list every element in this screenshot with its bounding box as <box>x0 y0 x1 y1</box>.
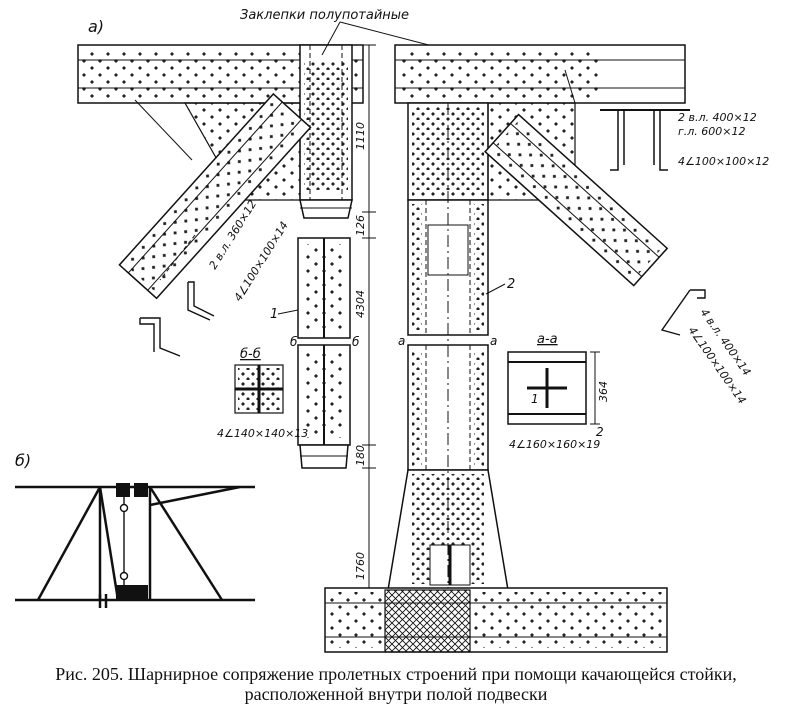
caption-line-1: Рис. 205. Шарнирное сопряжение пролетных… <box>55 664 737 684</box>
leader-line <box>321 21 341 56</box>
leader-line <box>134 99 193 161</box>
aa-angles-spec: 4∠160×160×19 <box>509 438 600 451</box>
section-bb-title: б-б <box>240 347 261 362</box>
section-bb-drawing <box>234 364 284 414</box>
left-diagonal-member <box>118 92 312 300</box>
panel-b-label: б) <box>15 451 31 470</box>
rocking-column <box>297 237 351 469</box>
dim-4304: 4304 <box>354 290 367 318</box>
dim-364: 364 <box>597 381 610 402</box>
panel-a-label: а) <box>88 17 104 36</box>
section-mark-a-right: а <box>490 334 497 348</box>
part-1-label: 1 <box>270 307 278 322</box>
right-top-chord <box>394 44 686 104</box>
angle-profile-icon <box>660 289 706 336</box>
rivets-label: Заклепки полупотайные <box>240 8 409 23</box>
leader-line <box>277 309 299 315</box>
section-part-2-label: 2 <box>596 425 604 439</box>
section-aa-drawing <box>507 351 600 425</box>
section-mark-b-left: б <box>290 335 298 349</box>
angle-profile-icon <box>187 281 215 321</box>
leader-line <box>485 283 506 295</box>
section-mark-b-right: б <box>352 335 360 349</box>
dim-126: 126 <box>354 215 367 236</box>
caption-line-2: расположенной внутри полой подвески <box>244 684 548 704</box>
top-right-spec-2: г.л. 600×12 <box>678 125 746 138</box>
part-2-label: 2 <box>507 277 515 292</box>
angle-profile-icon <box>139 317 181 357</box>
right-bottom-chord <box>324 587 668 653</box>
section-aa-title: а-а <box>537 332 558 347</box>
dim-1110: 1110 <box>354 122 367 150</box>
section-part-1-label: 1 <box>531 392 539 406</box>
schematic-truss <box>15 485 255 602</box>
diagonal-axis <box>159 234 196 281</box>
right-diagonal-member <box>484 113 669 287</box>
top-right-spec-3: 4∠100×100×12 <box>678 155 769 168</box>
top-right-profile <box>600 109 690 171</box>
figure-caption: Рис. 205. Шарнирное сопряжение пролетных… <box>0 664 792 704</box>
dim-180: 180 <box>354 445 367 466</box>
top-right-spec-1: 2 в.л. 400×12 <box>678 111 757 124</box>
bb-angles-spec: 4∠140×140×13 <box>217 427 308 440</box>
section-mark-a-left: а <box>398 334 405 348</box>
hollow-hanger <box>387 102 509 600</box>
schematic-hinge <box>98 483 148 608</box>
dim-1760: 1760 <box>354 552 367 580</box>
